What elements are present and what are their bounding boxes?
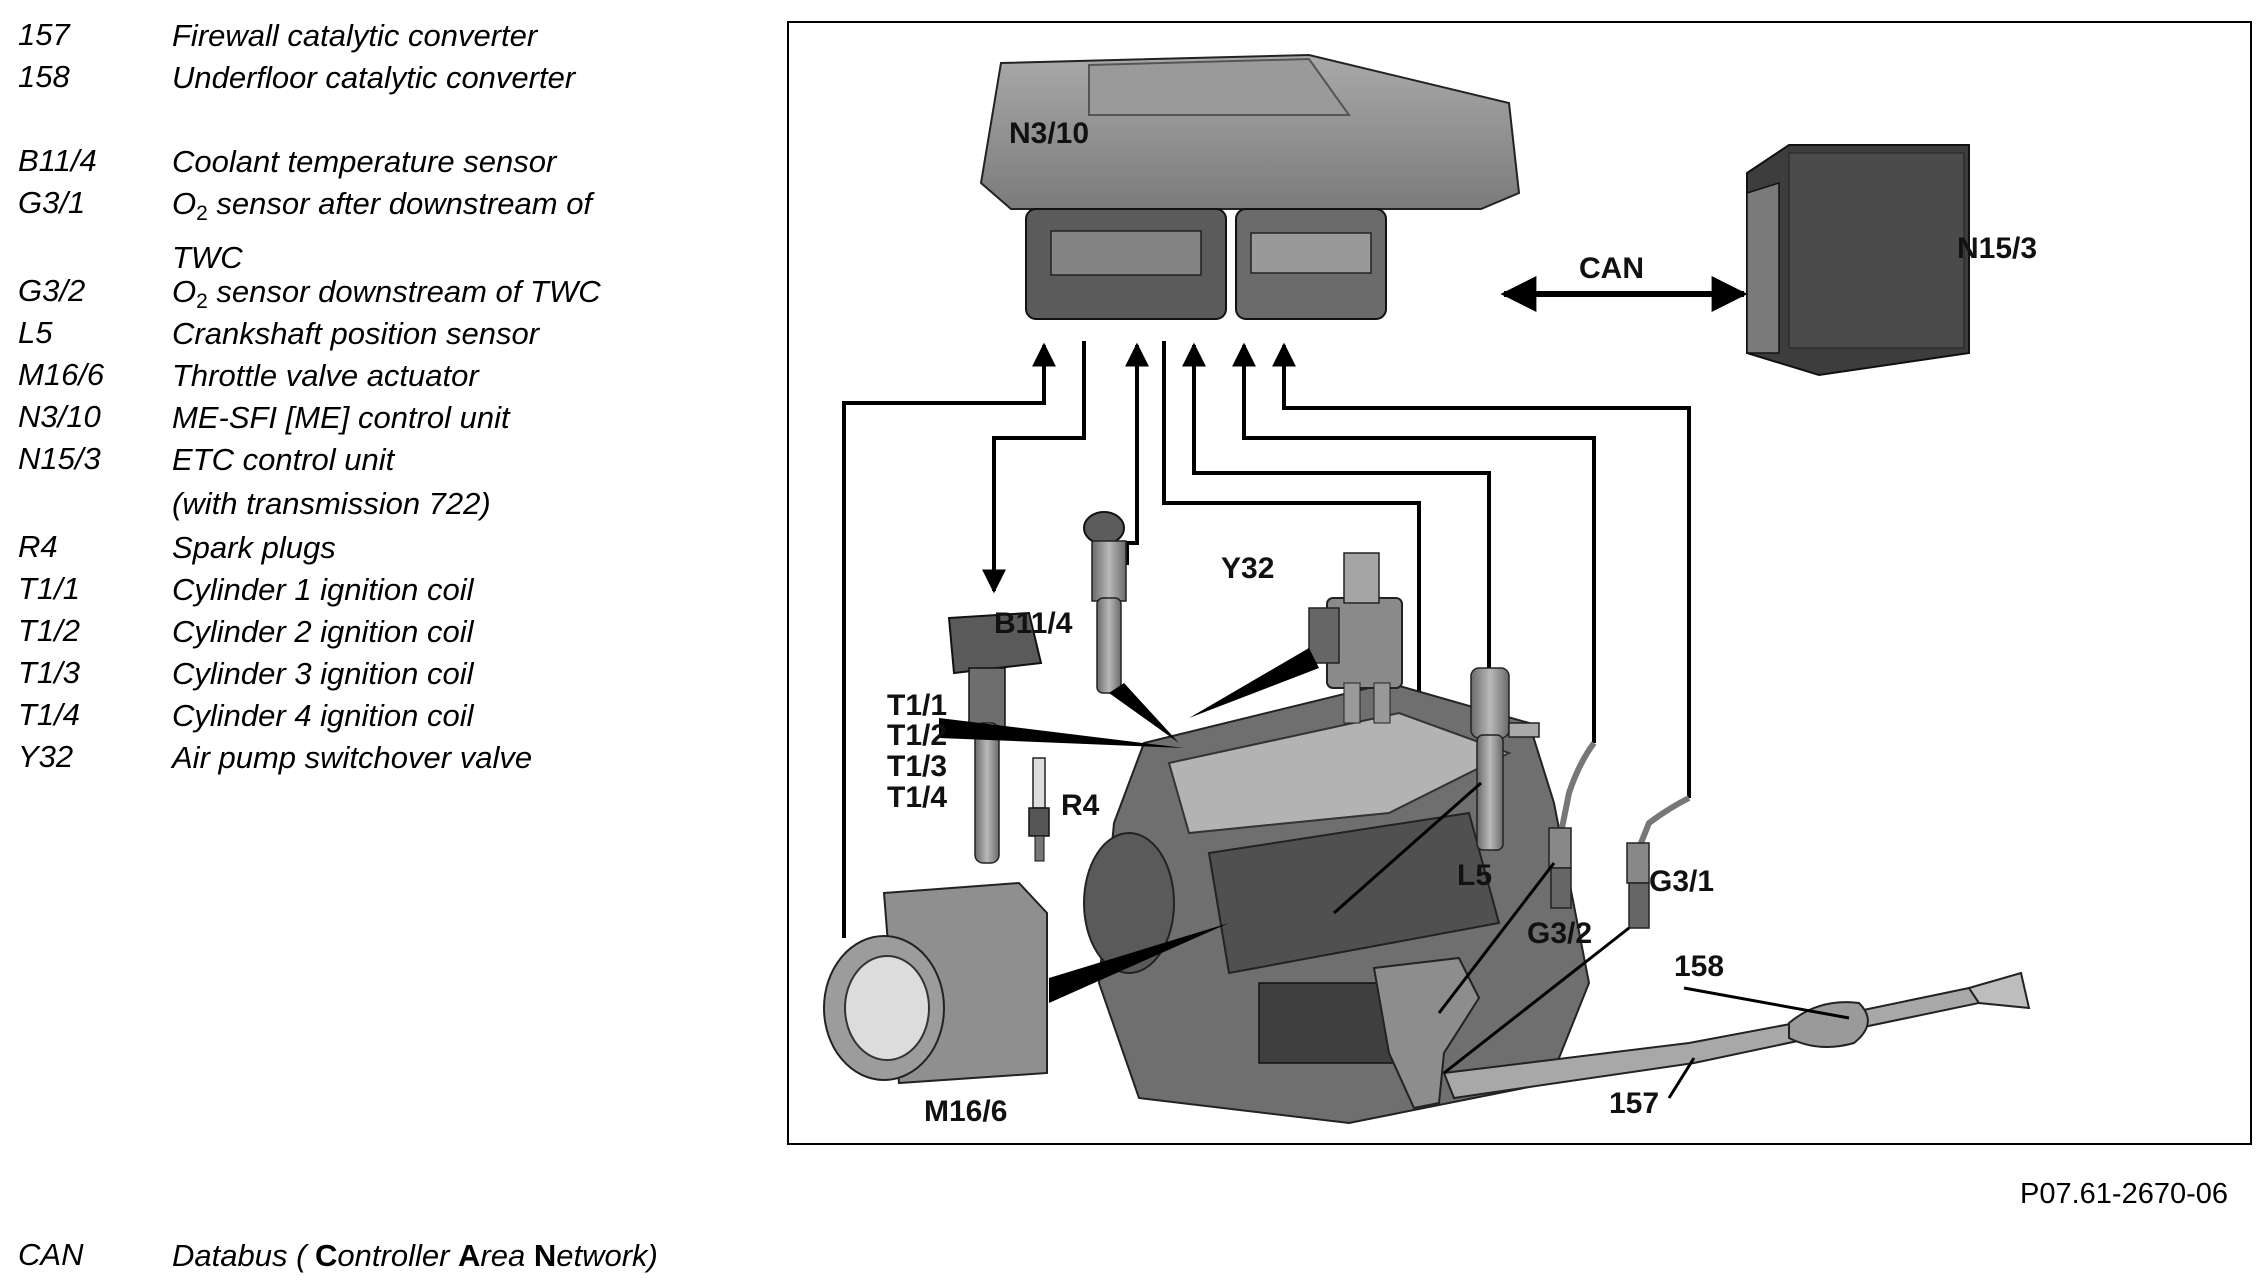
wire-l5 [1182, 342, 1491, 668]
legend-item-t1-1: T1/1 Cylinder 1 ignition coil [18, 568, 758, 610]
label-n3-10: N3/10 [1009, 117, 1089, 150]
legend-item-157: 157 Firewall catalytic converter [18, 14, 758, 56]
n15-3-control-unit [1746, 144, 1970, 377]
wire-t1 [982, 341, 1086, 594]
diagram-frame: N3/10 N15/3 CAN B11/4 Y32 T1/1 T1/2 T1/3… [787, 21, 2252, 1145]
legend-desc: Underfloor catalytic converter [172, 60, 576, 95]
legend-code: T1/4 [18, 697, 81, 732]
wire-g3-1 [1272, 342, 1691, 798]
legend-item-n3-10: N3/10 ME-SFI [ME] control unit [18, 396, 758, 438]
legend-code: T1/2 [18, 613, 81, 648]
legend-item-l5: L5 Crankshaft position sensor [18, 312, 758, 354]
legend-code: B11/4 [18, 143, 97, 178]
legend-item-n15-3: N15/3 ETC control unit(with transmission… [18, 438, 758, 526]
wire-g3-2 [1232, 342, 1596, 743]
label-157: 157 [1609, 1087, 1659, 1120]
legend-item-t1-3: T1/3 Cylinder 3 ignition coil [18, 652, 758, 694]
legend-item-m16-6: M16/6 Throttle valve actuator [18, 354, 758, 396]
label-g3-1: G3/1 [1649, 865, 1714, 898]
wiring-diagram: N3/10 N15/3 CAN B11/4 Y32 T1/1 T1/2 T1/3… [823, 53, 2037, 1128]
legend-desc: Firewall catalytic converter [172, 18, 538, 53]
g3-2-o2-sensor [1548, 741, 1597, 909]
l5-crankshaft-sensor [1470, 667, 1540, 851]
label-158: 158 [1674, 950, 1724, 983]
legend-code: T1/1 [18, 571, 81, 606]
legend-item-y32: Y32 Air pump switchover valve [18, 736, 758, 778]
wire-b11-4 [1125, 342, 1149, 565]
label-n15-3: N15/3 [1957, 232, 2037, 265]
legend-item-t1-4: T1/4 Cylinder 4 ignition coil [18, 694, 758, 736]
n3-10-control-unit [979, 53, 1521, 320]
legend-desc: Cylinder 2 ignition coil [172, 614, 474, 649]
legend-code: N15/3 [18, 441, 101, 476]
legend-item-r4: R4 Spark plugs [18, 526, 758, 568]
legend: 157 Firewall catalytic converter 158 Und… [18, 14, 758, 778]
t1-ignition-coil [947, 611, 1043, 864]
label-can: CAN [1579, 252, 1644, 285]
label-t1-4: T1/4 [887, 781, 947, 814]
wire-m16-6 [842, 342, 1056, 938]
b11-4-coolant-sensor [1083, 511, 1127, 694]
engine-block [1083, 681, 1591, 1125]
m16-6-throttle-actuator [823, 881, 1048, 1085]
legend-desc: Crankshaft position sensor [172, 316, 540, 351]
figure-reference: P07.61-2670-06 [2020, 1178, 2228, 1210]
legend-code: Y32 [18, 739, 74, 774]
legend-code: CAN [18, 1237, 84, 1272]
legend-desc: Spark plugs [172, 530, 336, 565]
g3-1-o2-sensor [1626, 795, 1691, 929]
legend-desc: Coolant temperature sensor [172, 144, 557, 179]
label-g3-2: G3/2 [1527, 917, 1592, 950]
label-l5: L5 [1457, 859, 1492, 892]
legend-code: N3/10 [18, 399, 101, 434]
legend-item-g3-2: G3/2 O2 sensor downstream of TWC [18, 270, 758, 313]
legend-item-b11-4: B11/4 Coolant temperature sensor [18, 140, 758, 182]
leader-lines [939, 648, 1850, 1099]
legend-desc: O2 sensor downstream of TWC [172, 274, 601, 313]
legend-code: R4 [18, 529, 58, 564]
label-t1-2: T1/2 [887, 719, 947, 752]
legend-item-t1-2: T1/2 Cylinder 2 ignition coil [18, 610, 758, 652]
legend-item-158: 158 Underfloor catalytic converter [18, 56, 758, 98]
legend-desc: Cylinder 1 ignition coil [172, 572, 474, 607]
legend-desc: Cylinder 4 ignition coil [172, 698, 474, 733]
legend-code: G3/1 [18, 185, 86, 220]
label-m16-6: M16/6 [924, 1095, 1007, 1128]
legend-desc: Databus ( Controller Area Network) [172, 1238, 658, 1273]
legend-desc: ME-SFI [ME] control unit [172, 400, 510, 435]
label-r4: R4 [1061, 789, 1100, 822]
label-y32: Y32 [1221, 552, 1274, 585]
legend-desc: Air pump switchover valve [172, 740, 533, 775]
legend-code: L5 [18, 315, 53, 350]
legend-desc: ETC control unit(with transmission 722) [172, 442, 491, 521]
label-t1-3: T1/3 [887, 750, 947, 783]
legend-code: T1/3 [18, 655, 81, 690]
r4-spark-plug [1028, 757, 1050, 862]
legend-code: 158 [18, 59, 70, 94]
legend-code: M16/6 [18, 357, 105, 392]
wiring-lines [842, 341, 1691, 938]
label-b11-4: B11/4 [994, 607, 1073, 640]
y32-switchover-valve [1308, 552, 1403, 724]
legend-desc: Throttle valve actuator [172, 358, 479, 393]
legend-code: 157 [18, 17, 70, 52]
legend-desc: Cylinder 3 ignition coil [172, 656, 474, 691]
legend-item-can: CAN Databus ( Controller Area Network) [18, 1234, 918, 1276]
label-t1-1: T1/1 [887, 689, 947, 722]
legend-code: G3/2 [18, 273, 86, 308]
